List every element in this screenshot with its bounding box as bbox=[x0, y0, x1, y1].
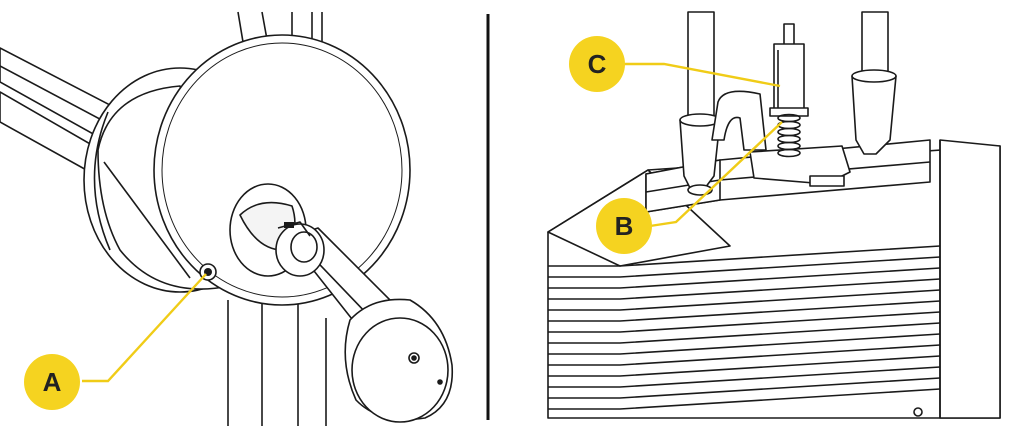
weight-plate-seam bbox=[548, 366, 941, 388]
weight-plate-seam bbox=[548, 245, 941, 267]
pulley-front-disc bbox=[153, 34, 411, 306]
guide-rods bbox=[687, 11, 889, 125]
weight-plate-seam bbox=[548, 289, 941, 311]
callout-b-badge bbox=[596, 198, 652, 254]
stack-bracket bbox=[711, 90, 767, 151]
weight-plate-seam bbox=[548, 388, 941, 410]
leader-line-c bbox=[624, 62, 781, 88]
spring-coil bbox=[777, 134, 801, 144]
callout-a-label: A bbox=[43, 367, 62, 397]
weight-plate-seam bbox=[548, 300, 941, 322]
weight-plate-seam bbox=[548, 377, 941, 399]
weight-plate-lines bbox=[548, 245, 941, 410]
leader-line-a bbox=[82, 273, 207, 383]
weight-plate-seam bbox=[548, 311, 941, 333]
callout-c-label: C bbox=[588, 49, 607, 79]
leader-line-b bbox=[649, 121, 783, 228]
rod-bushings bbox=[679, 69, 897, 196]
weight-plate-seam bbox=[548, 344, 941, 366]
left-panel-pulley-illustration bbox=[0, 11, 454, 426]
spring-coil bbox=[777, 127, 801, 137]
right-panel-weight-stack-illustration bbox=[547, 11, 1001, 419]
weight-plate-seam bbox=[548, 267, 941, 289]
weight-plate-seam bbox=[548, 278, 941, 300]
spring-coil bbox=[777, 148, 801, 158]
callout-b: B bbox=[596, 121, 783, 254]
callout-c: C bbox=[569, 36, 781, 92]
weight-plate-seam bbox=[548, 333, 941, 355]
selector-stem bbox=[769, 23, 809, 117]
spring-b-icon bbox=[777, 113, 801, 158]
crank-knob bbox=[344, 298, 454, 423]
weight-plate-seam bbox=[548, 322, 941, 344]
callout-b-label: B bbox=[615, 211, 634, 241]
callout-c-badge bbox=[569, 36, 625, 92]
callout-a: A bbox=[24, 273, 207, 410]
weight-plate-seam bbox=[548, 355, 941, 377]
weight-stack bbox=[547, 139, 1001, 419]
crank-pivot-bolt bbox=[275, 221, 325, 277]
weight-plate-seam bbox=[548, 256, 941, 278]
lower-frame-tubes bbox=[227, 300, 327, 426]
callout-a-badge bbox=[24, 354, 80, 410]
spring-coil bbox=[777, 141, 801, 151]
